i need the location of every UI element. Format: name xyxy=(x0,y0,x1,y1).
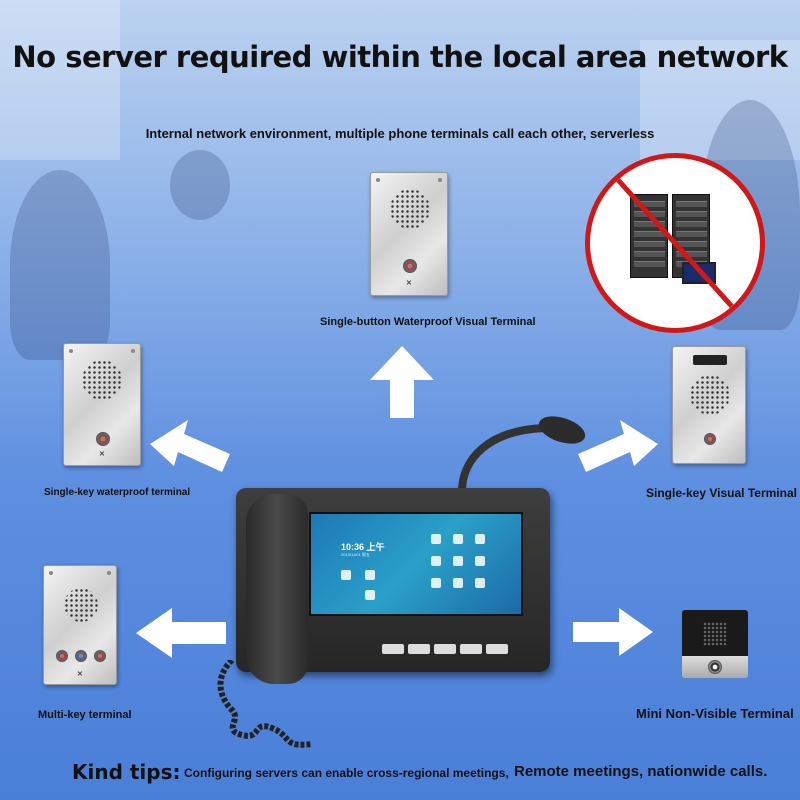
app-tile-icon xyxy=(431,534,441,544)
app-tile-icon xyxy=(365,570,375,580)
app-tile-icon xyxy=(431,556,441,566)
app-tile-icon xyxy=(365,590,375,600)
arrow-up-left-icon xyxy=(150,420,230,472)
softkey-button[interactable] xyxy=(434,644,456,654)
app-tile-icon xyxy=(431,578,441,588)
coiled-cord-icon xyxy=(217,660,313,748)
call-button-icon xyxy=(94,650,106,662)
softkey-button[interactable] xyxy=(382,644,404,654)
arrow-left-icon xyxy=(136,608,226,658)
gooseneck-microphone-icon xyxy=(457,416,586,497)
page-title: No server required within the local area… xyxy=(12,40,788,74)
call-button-icon xyxy=(708,660,722,674)
call-button-icon xyxy=(704,433,716,445)
tips-text-part2: Remote meetings, nationwide calls. xyxy=(514,763,768,780)
arrow-up-right-icon xyxy=(578,420,658,472)
call-button-icon xyxy=(96,432,110,446)
call-button-icon xyxy=(75,650,87,662)
multi-key-terminal: ✕ xyxy=(43,565,117,685)
app-tile-icon xyxy=(475,556,485,566)
app-tile-icon xyxy=(341,570,351,580)
no-server-prohibition-icon xyxy=(585,153,765,333)
screen-time: 10:36 上午 xyxy=(341,542,385,552)
single-key-visual-terminal xyxy=(672,346,746,464)
speaker-grill-icon xyxy=(64,588,98,622)
speaker-grill-icon xyxy=(690,375,730,415)
screen-date: 2019/11/01 周五 xyxy=(341,552,370,557)
camera-icon xyxy=(693,355,727,365)
call-button-icon xyxy=(56,650,68,662)
page-subtitle: Internal network environment, multiple p… xyxy=(145,126,655,141)
label-single-key-waterproof-terminal: Single-key waterproof terminal xyxy=(44,487,191,498)
label-mini-non-visible-terminal: Mini Non-Visible Terminal xyxy=(636,706,794,721)
call-button-icon xyxy=(403,259,417,273)
label-multi-key-terminal: Multi-key terminal xyxy=(38,709,132,721)
server-rack-icon xyxy=(630,194,668,278)
tips-text-part1: Configuring servers can enable cross-reg… xyxy=(184,766,509,780)
label-single-button-terminal: Single-button Waterproof Visual Terminal xyxy=(320,316,536,328)
phone-handset[interactable] xyxy=(246,494,308,684)
speaker-grill-icon xyxy=(82,360,122,400)
arrow-up-icon xyxy=(370,346,434,418)
app-tile-icon xyxy=(475,534,485,544)
label-single-key-visual-terminal: Single-key Visual Terminal xyxy=(646,486,797,500)
arrow-right-icon xyxy=(573,608,653,656)
app-tile-icon xyxy=(475,578,485,588)
softkey-button[interactable] xyxy=(486,644,508,654)
speaker-grill-icon xyxy=(390,189,430,229)
app-tile-icon xyxy=(453,578,463,588)
softkey-button[interactable] xyxy=(460,644,482,654)
single-button-terminal: ✕ xyxy=(370,172,448,296)
tips-heading: Kind tips: xyxy=(72,760,181,784)
speaker-grill-icon xyxy=(703,622,727,646)
single-key-waterproof-terminal: ✕ xyxy=(63,343,141,466)
mini-non-visible-terminal xyxy=(682,610,748,678)
phone-screen: 10:36 上午 2019/11/01 周五 xyxy=(309,512,523,616)
app-tile-icon xyxy=(453,556,463,566)
softkey-button[interactable] xyxy=(408,644,430,654)
app-tile-icon xyxy=(453,534,463,544)
